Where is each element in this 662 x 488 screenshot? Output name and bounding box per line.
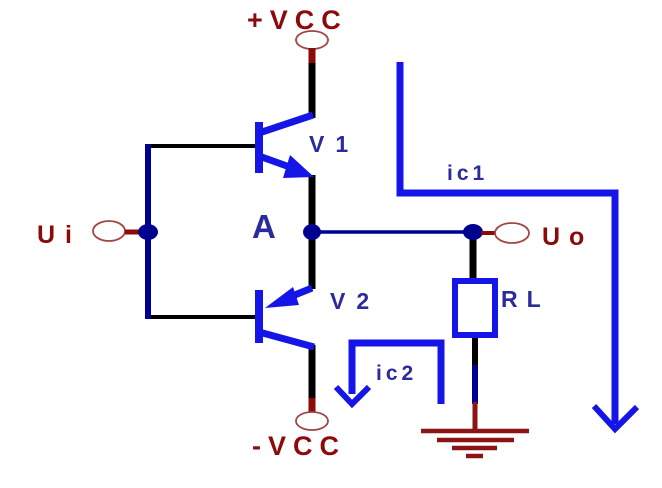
ic1-path bbox=[396, 62, 619, 424]
supply-positive-label: +VCC bbox=[247, 5, 348, 35]
ic2-path bbox=[348, 339, 445, 404]
v2-label: V2 bbox=[330, 288, 380, 314]
supply-positive-ring-icon bbox=[295, 30, 329, 50]
supply-negative-ring-icon bbox=[295, 411, 329, 431]
input-label: Ui bbox=[37, 221, 82, 249]
transistor-v1: V1 bbox=[255, 111, 359, 178]
supply-negative-label: -VCC bbox=[252, 431, 346, 461]
output-junction-dot bbox=[463, 224, 483, 240]
ic1-label: ic1 bbox=[447, 162, 488, 185]
v1-collector-lead bbox=[257, 111, 315, 137]
input-ring-icon bbox=[92, 220, 126, 242]
v1-emitter-arrow-icon bbox=[283, 155, 314, 178]
load-resistor-rl: RL bbox=[452, 278, 550, 338]
supply-positive-terminal: +VCC bbox=[247, 5, 348, 63]
v1-base-bar bbox=[255, 122, 263, 173]
node-a-junction-dot bbox=[303, 224, 321, 240]
input-terminal-ui: Ui bbox=[37, 220, 158, 249]
transistor-v2: V2 bbox=[255, 284, 380, 351]
ground-symbol bbox=[421, 402, 529, 459]
ic1-arrowhead-icon bbox=[591, 403, 640, 434]
output-terminal-uo: Uo bbox=[463, 222, 593, 251]
wires-black bbox=[146, 61, 478, 400]
node-a: A bbox=[252, 208, 321, 245]
current-arrow-ic1: ic1 bbox=[396, 62, 640, 434]
node-a-label: A bbox=[252, 208, 276, 245]
v1-label: V1 bbox=[309, 131, 359, 157]
ic2-arrowhead-icon bbox=[333, 384, 372, 409]
v2-collector-lead bbox=[258, 328, 315, 351]
ic2-label: ic2 bbox=[376, 362, 417, 385]
output-label: Uo bbox=[542, 223, 593, 251]
rl-label: RL bbox=[501, 286, 550, 312]
supply-negative-terminal: -VCC bbox=[252, 398, 346, 461]
current-arrow-ic2: ic2 bbox=[333, 339, 445, 409]
v2-emitter-arrow-icon bbox=[265, 287, 299, 308]
input-junction-dot bbox=[138, 224, 158, 240]
rl-resistor-body bbox=[452, 278, 498, 338]
output-ring-icon bbox=[494, 222, 530, 244]
v2-base-bar bbox=[255, 290, 263, 343]
